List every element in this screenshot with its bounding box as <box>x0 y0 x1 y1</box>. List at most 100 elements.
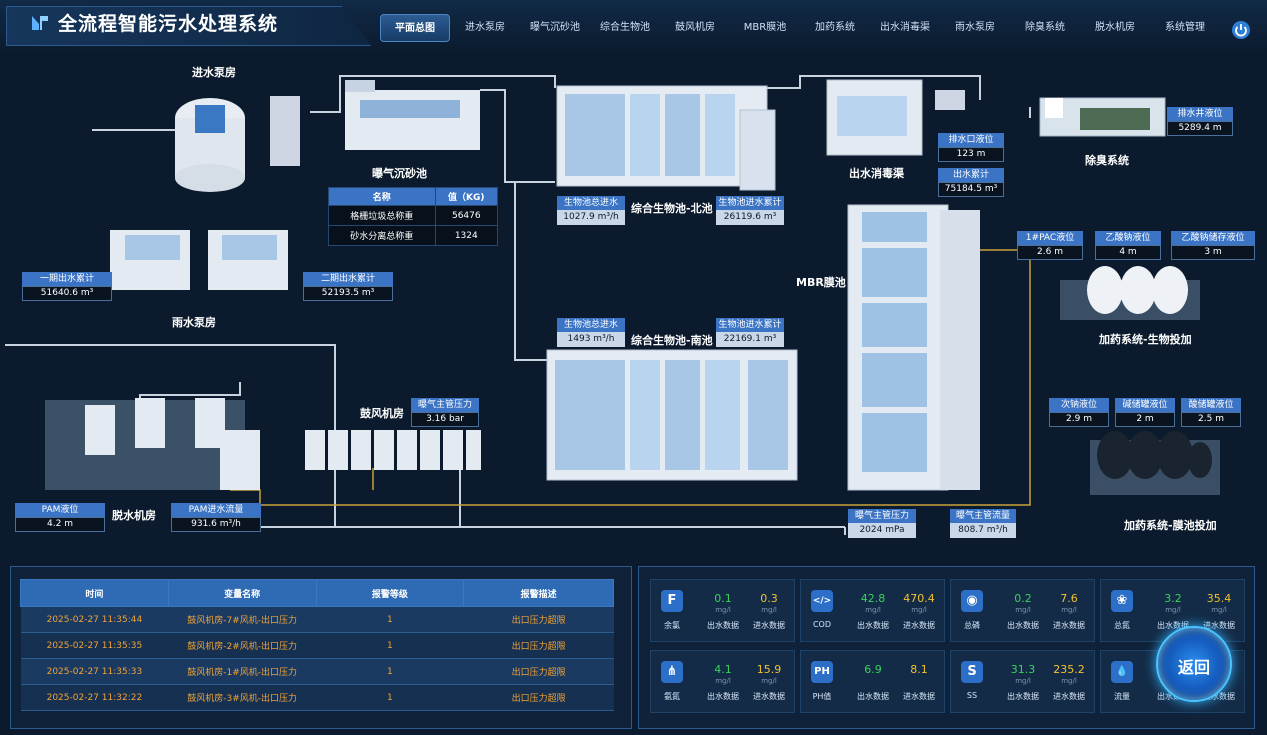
quality-name: 流量 <box>1114 692 1130 701</box>
quality-card-cod[interactable]: </> COD 42.8 470.4 mg/l mg/l 出水数据 进水数据 <box>800 579 945 642</box>
quality-in-label: 进水数据 <box>903 692 935 701</box>
tag-value: 51640.6 m³ <box>22 286 112 301</box>
quality-out-label: 出水数据 <box>1007 692 1039 701</box>
tab-rain-pump[interactable]: 雨水泵房 <box>955 22 995 33</box>
back-button[interactable]: 返回 <box>1156 626 1232 702</box>
main-nav: 平面总图 进水泵房 曝气沉砂池 综合生物池 鼓风机房 MBR膜池 加药系统 出水… <box>380 14 1220 44</box>
tag-label: 生物池进水累计 <box>716 318 784 332</box>
tab-inlet-pump[interactable]: 进水泵房 <box>465 22 505 33</box>
alarm-row[interactable]: 2025-02-27 11:32:22 鼓风机房-3#风机-出口压力 1 出口压… <box>20 684 614 711</box>
quality-in-label: 进水数据 <box>1053 692 1085 701</box>
alarm-header-level: 报警等级 <box>315 579 465 607</box>
nitrogen-icon: ❀ <box>1111 590 1133 612</box>
tag-value: 22169.1 m³ <box>716 332 784 347</box>
tab-system-admin[interactable]: 系统管理 <box>1165 22 1205 33</box>
tag-label: 乙酸钠储存液位 <box>1171 231 1255 245</box>
alarm-cell: 鼓风机房-7#风机-出口压力 <box>168 606 317 633</box>
tag-value: 52193.5 m³ <box>303 286 393 301</box>
tab-dewater[interactable]: 脱水机房 <box>1095 22 1135 33</box>
quality-out-label: 出水数据 <box>1007 621 1039 630</box>
quality-unit: mg/l <box>865 606 881 614</box>
title-box <box>6 6 371 46</box>
tab-grit-chamber[interactable]: 曝气沉砂池 <box>530 22 580 33</box>
tag-label: 生物池总进水 <box>557 318 625 332</box>
tab-bio-tank[interactable]: 综合生物池 <box>600 22 650 33</box>
power-icon[interactable] <box>1231 20 1251 40</box>
label-grit-chamber: 曝气沉砂池 <box>372 167 427 180</box>
tab-dosing[interactable]: 加药系统 <box>815 22 855 33</box>
tag-label: 一期出水累计 <box>22 272 112 286</box>
tab-overview[interactable]: 平面总图 <box>380 14 450 42</box>
quality-card-total-phosphorus[interactable]: ◉ 总磷 0.2 7.6 mg/l mg/l 出水数据 进水数据 <box>950 579 1095 642</box>
alarm-row[interactable]: 2025-02-27 11:35:44 鼓风机房-7#风机-出口压力 1 出口压… <box>20 606 614 633</box>
quality-in-label: 进水数据 <box>903 621 935 630</box>
plant-map <box>5 75 1220 535</box>
tag-value: 808.7 m³/h <box>950 523 1016 538</box>
tab-disinfection[interactable]: 出水消毒渠 <box>880 22 930 33</box>
quality-in-label: 进水数据 <box>1053 621 1085 630</box>
alarm-cell: 1 <box>316 606 464 633</box>
tag-label: 曝气主管压力 <box>411 398 479 412</box>
quality-unit: mg/l <box>761 677 777 685</box>
quality-card-residual-chlorine[interactable]: F 余氯 0.1 0.3 mg/l mg/l 出水数据 进水数据 <box>650 579 795 642</box>
tab-blower[interactable]: 鼓风机房 <box>675 22 715 33</box>
quality-card-ammonia[interactable]: ⋔ 氨氮 4.1 15.9 mg/l mg/l 出水数据 进水数据 <box>650 650 795 713</box>
quality-card-ph[interactable]: PH PH值 6.9 8.1 出水数据 进水数据 <box>800 650 945 713</box>
tag-value: 5289.4 m <box>1167 121 1233 136</box>
tag-value: 2.9 m <box>1049 412 1109 427</box>
tag-value: 2.6 m <box>1017 245 1083 260</box>
alarm-row[interactable]: 2025-02-27 11:35:33 鼓风机房-1#风机-出口压力 1 出口压… <box>20 658 614 685</box>
label-dosing-bio: 加药系统-生物投加 <box>1099 333 1192 346</box>
ss-icon: S <box>961 661 983 683</box>
quality-in-value: 15.9 <box>756 663 782 676</box>
ammonia-icon: ⋔ <box>661 661 683 683</box>
tag-label: 次钠液位 <box>1049 398 1109 412</box>
tab-deodor[interactable]: 除臭系统 <box>1025 22 1065 33</box>
app-title: 全流程智能污水处理系统 <box>58 13 279 35</box>
table-row: 砂水分离总称重 1324 <box>328 225 499 246</box>
quality-name: SS <box>966 691 978 700</box>
alarm-cell: 鼓风机房-3#风机-出口压力 <box>168 684 317 711</box>
grit-table-cell: 56476 <box>434 205 499 226</box>
tag-label: 排水井液位 <box>1167 107 1233 121</box>
alarm-row[interactable]: 2025-02-27 11:35:35 鼓风机房-2#风机-出口压力 1 出口压… <box>20 632 614 659</box>
tab-mbr[interactable]: MBR膜池 <box>743 22 787 33</box>
quality-unit: mg/l <box>1165 606 1181 614</box>
quality-in-value: 7.6 <box>1060 592 1078 605</box>
quality-unit: mg/l <box>1061 606 1077 614</box>
grit-weight-table: 名称 值（KG) 格栅垃圾总称重 56476 砂水分离总称重 1324 <box>328 187 499 246</box>
quality-unit: mg/l <box>1015 606 1031 614</box>
alarm-cell: 2025-02-27 11:35:44 <box>20 606 169 633</box>
quality-card-ss[interactable]: S SS 31.3 235.2 mg/l mg/l 出水数据 进水数据 <box>950 650 1095 713</box>
tag-label: 曝气主管压力 <box>848 509 916 523</box>
quality-unit: mg/l <box>911 606 927 614</box>
tag-value: 2 m <box>1115 412 1175 427</box>
ph-icon: PH <box>811 661 833 683</box>
quality-out-label: 出水数据 <box>857 692 889 701</box>
tag-label: 出水累计 <box>938 168 1004 182</box>
quality-in-label: 进水数据 <box>753 692 785 701</box>
water-drop-icon: 💧 <box>1111 661 1133 683</box>
alarm-header-variable: 变量名称 <box>167 579 317 607</box>
label-disinfection: 出水消毒渠 <box>849 167 904 180</box>
